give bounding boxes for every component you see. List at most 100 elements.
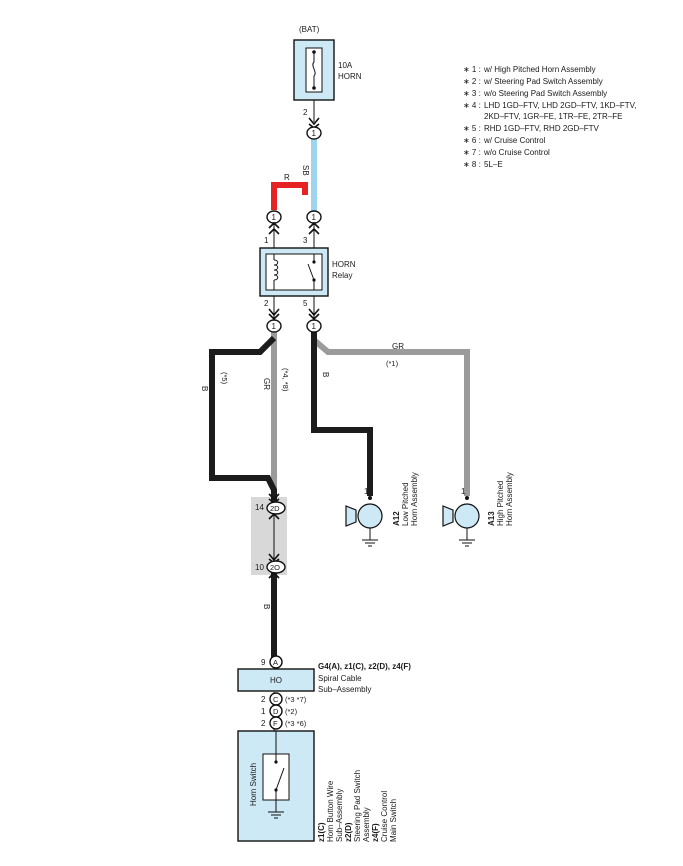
svg-text:C: C [273, 695, 279, 704]
svg-text:1: 1 [312, 322, 317, 331]
wire-note-star1: (*1) [386, 359, 399, 368]
pin-horn-low: 1 [364, 487, 369, 496]
chevron-icon [268, 512, 280, 520]
spiral-name-line2: Sub–Assembly [318, 685, 371, 694]
wire-label-b-left: B [200, 386, 209, 391]
pin-fuse-out: 2 [303, 108, 308, 117]
spiral-code-label: HO [270, 676, 282, 685]
wire-label-gr-left: GR [262, 378, 271, 390]
z2-code: z2(D) [344, 822, 353, 842]
legend-text: w/o Cruise Control [483, 148, 550, 157]
pin-relay-1: 1 [264, 236, 269, 245]
pin-jc-10: 10 [255, 563, 264, 572]
pin-spiral-2a: 2 [261, 695, 266, 704]
pin-jc-14: 14 [255, 503, 264, 512]
battery-label: (BAT) [299, 25, 320, 34]
relay-coil-icon [273, 259, 279, 281]
connector-letter: 1 [312, 129, 317, 138]
connector-oval [306, 319, 322, 333]
chevron-icon [308, 313, 320, 321]
connector-oval [266, 501, 286, 515]
connector-circle [269, 716, 283, 730]
legend-text: w/ Cruise Control [483, 136, 546, 145]
connector-oval [266, 560, 286, 574]
legend-mark: ∗ 2 : [463, 77, 481, 86]
spiral-connectors: G4(A), z1(C), z2(D), z4(F) [318, 662, 411, 671]
z1-code: z1(C) [317, 822, 326, 842]
legend-mark: ∗ 1 : [463, 65, 481, 74]
horn-low-body [357, 503, 383, 529]
chevron-icon [308, 227, 320, 235]
pin-spiral-2b: 2 [261, 719, 266, 728]
chevron-icon [268, 571, 280, 579]
svg-text:F: F [273, 719, 278, 728]
wire-label-b-mid: B [321, 372, 330, 377]
fuse-icon [312, 52, 316, 88]
legend: ∗ 1 : w/ High Pitched Horn Assembly ∗ 2 … [463, 65, 637, 169]
chevron-icon [268, 313, 280, 321]
wire-gr-high-horn [312, 337, 470, 496]
horn-icon [442, 505, 454, 527]
connector-oval [306, 126, 322, 140]
spiral-note-d: (*2) [285, 707, 298, 716]
legend-text: RHD 1GD–FTV, RHD 2GD–FTV [484, 124, 600, 133]
horn-high-line2: Horn Assembly [505, 472, 514, 526]
horn-switch-icon [275, 767, 285, 791]
spiral-name-line1: Spiral Cable [318, 674, 362, 683]
spiral-note-f: (*3 *6) [285, 719, 307, 728]
wire-note-star5: (*5) [220, 372, 229, 385]
legend-mark: ∗ 4 : [463, 101, 481, 110]
spiral-note-c: (*3 *7) [285, 695, 307, 704]
z1-line2: Sub–Assembly [335, 789, 344, 842]
relay-switch-icon [307, 263, 315, 281]
horn-low-line2: Horn Assembly [410, 472, 419, 526]
legend-text: w/ Steering Pad Switch Assembly [483, 77, 603, 86]
horn-high-line1: High Pitched [496, 481, 505, 526]
legend-text: 2KD–FTV, 1GR–FE, 1TR–FE, 2TR–FE [484, 112, 622, 121]
wire-b-star5 [209, 335, 277, 502]
z1-line1: Horn Button Wire [326, 780, 335, 842]
pin-horn-high: 1 [461, 487, 466, 496]
legend-text: w/o Steering Pad Switch Assembly [483, 89, 607, 98]
horn-low-line1: Low Pitched [401, 482, 410, 526]
z2-line1: Steering Pad Switch [353, 770, 362, 842]
svg-text:D: D [273, 707, 279, 716]
legend-text: w/ High Pitched Horn Assembly [483, 65, 596, 74]
z4-line2: Main Switch [389, 799, 398, 842]
legend-text: LHD 1GD–FTV, LHD 2GD–FTV, 1KD–FTV, [484, 101, 637, 110]
spiral-cable [237, 668, 315, 692]
fuse-rating: 10A [338, 61, 353, 70]
chevron-icon [268, 553, 280, 562]
relay-name-line1: HORN [332, 260, 356, 269]
svg-text:1: 1 [312, 213, 317, 222]
connector-circle [269, 655, 283, 669]
z4-line1: Cruise Control [380, 791, 389, 842]
chevron-icon [308, 308, 320, 317]
chevron-icon [268, 227, 280, 235]
pin-relay-5: 5 [303, 299, 308, 308]
chevron-icon [308, 117, 320, 126]
horn-low-code: A12 [392, 511, 401, 526]
svg-text:2D: 2D [270, 504, 280, 513]
z2-line2: Assembly [362, 807, 371, 842]
z4-code: z4(F) [371, 823, 380, 842]
connector-oval [266, 319, 282, 333]
wire-b-low-horn [311, 332, 373, 496]
chevron-icon [268, 493, 280, 501]
wire-label-b-bottom: B [262, 604, 271, 609]
svg-text:1: 1 [272, 213, 277, 222]
chevron-icon [308, 221, 320, 229]
wire-label-sb: SB [301, 165, 310, 176]
horn-icon [345, 505, 357, 527]
wire-r [271, 182, 308, 210]
svg-text:A: A [273, 658, 278, 667]
legend-mark: ∗ 7 : [463, 148, 481, 157]
pin-spiral-1: 1 [261, 707, 266, 716]
pin-spiral-9: 9 [261, 658, 266, 667]
wire-label-gr-right: GR [392, 342, 404, 351]
legend-text: 5L–E [484, 160, 503, 169]
wire-label-r: R [284, 173, 290, 182]
legend-mark: ∗ 3 : [463, 89, 481, 98]
svg-text:2O: 2O [270, 563, 280, 572]
